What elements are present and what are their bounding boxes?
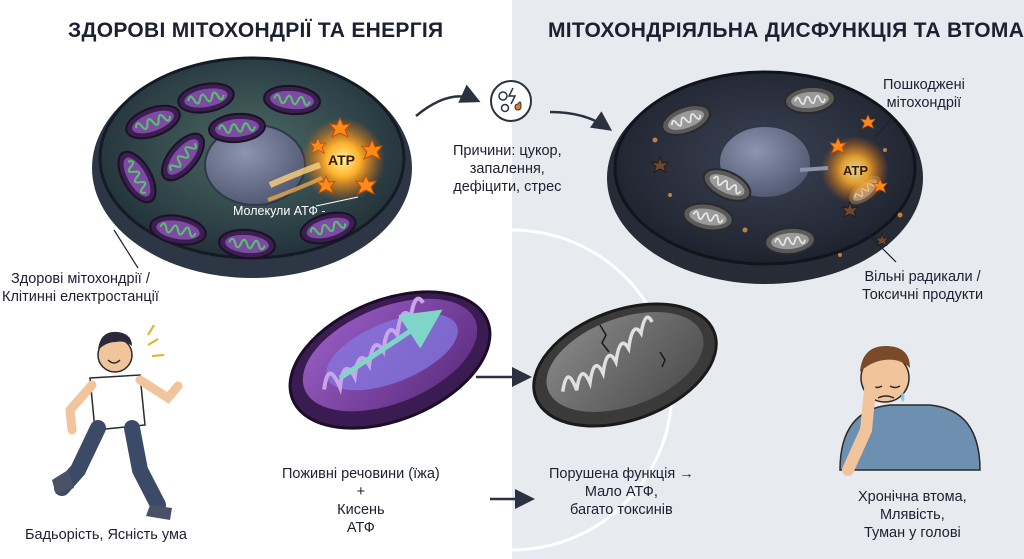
left-title: ЗДОРОВІ МІТОХОНДРІЇ ТА ЕНЕРГІЯ: [68, 19, 444, 42]
vigor-label: Бадьорість, Ясність ума: [25, 527, 187, 543]
healthy-cell: [92, 56, 412, 278]
atp-badge-left: ATP: [328, 152, 355, 168]
impaired-function-label: Порушена функція →Мало АТФ,багато токсин…: [549, 466, 694, 518]
damaged-mitochondrion-closeup: [532, 302, 718, 428]
atp-molecules-label: Молекули АТФ -: [233, 204, 326, 218]
fatigued-person: [839, 346, 981, 476]
causes-icon: [490, 80, 532, 122]
healthy-mitochondrion-closeup: [288, 290, 492, 430]
causes-label: Причини: цукор,запалення,дефіцити, стрес: [453, 143, 562, 195]
atp-badge-right: ATP: [843, 163, 869, 178]
healthy-mito-label: Здорові мітохондрії /Клітинні електроста…: [2, 271, 159, 305]
right-title: МІТОХОНДРІЯЛЬНА ДИСФУНКЦІЯ ТА ВТОМА: [548, 19, 1024, 42]
energetic-person: [52, 324, 183, 520]
fatigue-label: Хронічна втома,Млявість,Туман у голові: [858, 489, 967, 541]
damaged-cell: [607, 70, 923, 284]
free-radicals-label: Вільні радикали /Токсичні продукти: [862, 269, 984, 303]
